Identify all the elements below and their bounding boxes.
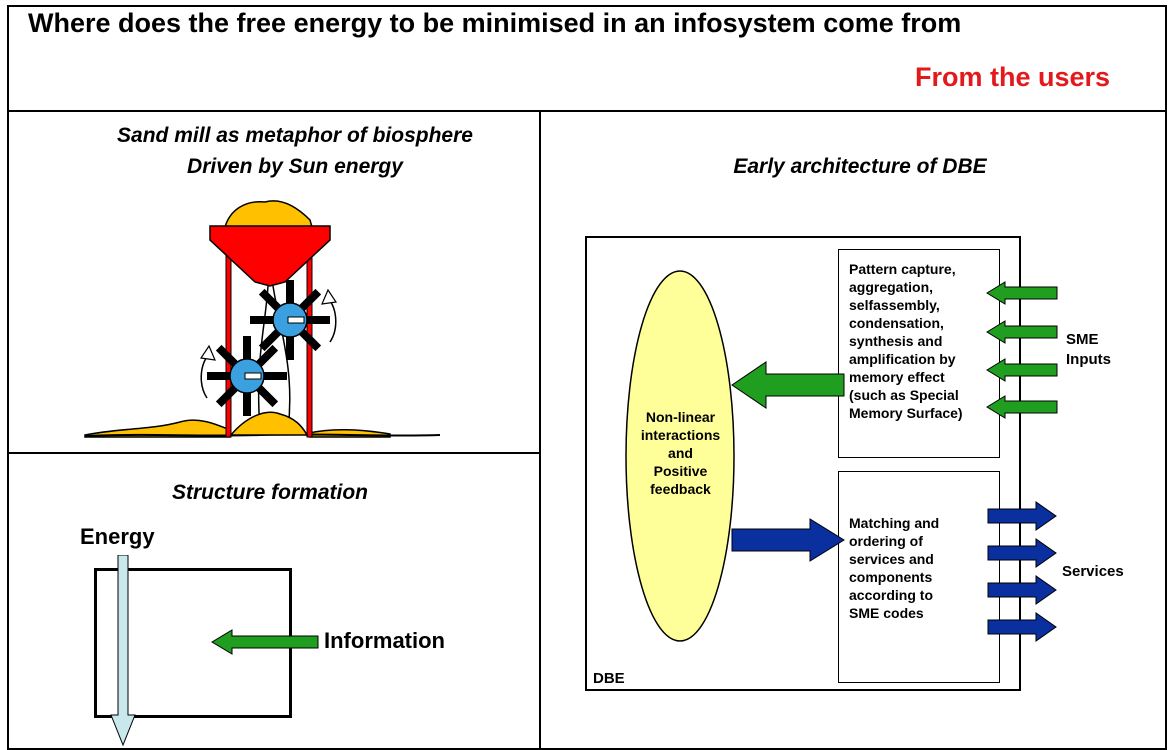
structure-caption: Structure formation [171, 481, 368, 504]
matching-text: Matching and ordering of services and co… [849, 515, 940, 621]
matching-box [838, 471, 1000, 683]
left-horizontal-divider [7, 452, 540, 454]
slide-title: Where does the free energy to be minimis… [28, 8, 962, 38]
bottom-sand-pile [229, 411, 309, 436]
sand-mill-caption-line2: Driven by Sun energy [187, 155, 403, 178]
left-post [225, 241, 232, 438]
energy-arrow [110, 555, 136, 747]
pattern-capture-text: Pattern capture, aggregation, selfassemb… [849, 261, 963, 421]
sme-input-arrows [986, 281, 1058, 419]
pattern-capture-box [838, 249, 1000, 458]
dbe-outer-box [585, 236, 1021, 691]
funnel [209, 225, 331, 287]
header-divider [7, 110, 1167, 112]
green-feedback-arrow [731, 361, 845, 409]
sme-inputs-label: SME Inputs [1066, 331, 1111, 368]
slide-subtitle: From the users [915, 62, 1111, 92]
ellipse-text: Non-linear interactions and Positive fee… [640, 409, 721, 497]
dbe-box-label: DBE [593, 670, 625, 687]
sand-mill-illustration [84, 200, 441, 438]
lower-wheel [199, 336, 287, 416]
upper-wheel [250, 280, 338, 360]
vertical-divider [539, 110, 541, 750]
services-output-arrows [987, 501, 1057, 642]
feedback-ellipse [625, 270, 735, 642]
top-sand-pile [223, 200, 313, 228]
information-label: Information [324, 628, 445, 653]
energy-label: Energy [80, 524, 155, 549]
information-arrow [211, 629, 319, 655]
dbe-caption: Early architecture of DBE [733, 155, 987, 178]
services-label: Services [1062, 563, 1124, 580]
blue-matching-arrow [731, 518, 845, 562]
sand-mill-caption-line1: Sand mill as metaphor of biosphere [117, 124, 473, 147]
